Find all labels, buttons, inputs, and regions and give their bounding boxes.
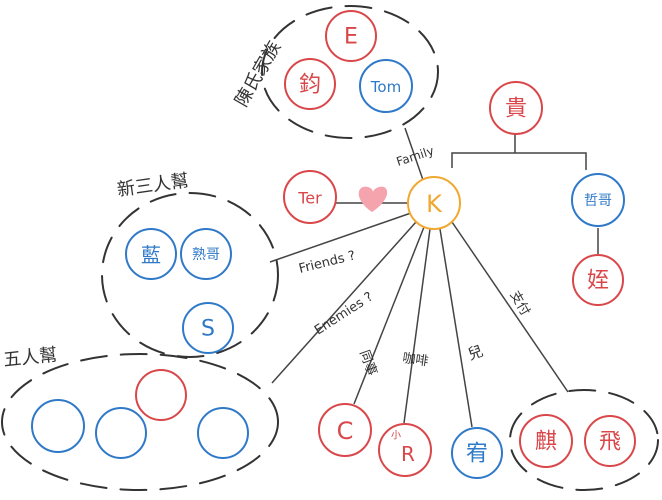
node-zhi-label: 姪	[587, 269, 609, 294]
node-e-label: E	[344, 25, 358, 50]
node-r-label: R	[401, 442, 415, 466]
node-jun-label: 鈞	[299, 73, 321, 98]
node-you	[451, 427, 503, 479]
node-c	[318, 403, 372, 457]
node-jun	[284, 58, 336, 110]
edge-k-gui-zhe	[451, 152, 587, 170]
heart-icon	[358, 186, 388, 212]
node-s-label: S	[201, 317, 215, 342]
node-ter	[283, 170, 337, 224]
edge-label-coffee: 咖啡	[401, 351, 429, 369]
edge-label-colleague: 同事	[356, 348, 379, 378]
node-c-label: C	[337, 417, 354, 445]
group-outlines	[1, 5, 659, 491]
node-k	[407, 176, 461, 230]
node-wu-red	[135, 369, 187, 421]
node-tom-label: Tom	[370, 78, 401, 96]
edge-label-family: Family	[395, 144, 436, 169]
node-s	[182, 302, 234, 354]
node-shu-ge	[180, 228, 232, 280]
node-wu-blue-2	[95, 407, 147, 459]
node-zhe-ge	[571, 173, 625, 227]
node-e	[325, 10, 377, 62]
wu-ren-outline	[1, 353, 279, 491]
node-r-sup: 小	[391, 430, 401, 442]
node-zhi	[572, 254, 624, 306]
edge-label-enemies: Enemies ?	[312, 290, 376, 339]
group-title-xin-san-ren: 新三人幫	[116, 170, 190, 201]
edge-k-c	[353, 226, 425, 405]
node-wu-blue-3	[197, 407, 249, 459]
node-qi	[519, 414, 573, 468]
edge-k-xin-san-ren	[269, 212, 412, 263]
qi-fei-outline	[509, 389, 659, 491]
xin-san-ren-outline	[101, 192, 279, 358]
edge-k-qi-fei	[451, 221, 569, 393]
edge-k-r	[403, 228, 431, 424]
node-gui-label: 貴	[505, 97, 527, 122]
edge-k-you	[439, 228, 473, 428]
group-title-chen-family: 陳氏家族	[231, 38, 285, 111]
node-tom	[359, 59, 413, 113]
node-r	[378, 423, 432, 477]
chen-family-outline	[261, 5, 439, 139]
group-title-wu-ren: 五人幫	[2, 344, 58, 371]
edge-k-wu-ren	[271, 221, 417, 384]
node-labels: K E 鈞 Tom Ter 貴 哲哥 姪 藍 熟哥 S C 小 R 宥 麒 飛	[141, 25, 621, 467]
node-k-label: K	[426, 190, 443, 218]
nodes	[31, 10, 636, 479]
node-qi-label: 麒	[535, 430, 557, 455]
node-gui	[489, 81, 543, 135]
node-fei-label: 飛	[599, 430, 621, 455]
edge-label-sib: 兒	[465, 342, 485, 364]
edge-label-pay: 支付	[507, 289, 533, 319]
node-lan	[125, 228, 177, 280]
node-you-label: 宥	[466, 442, 488, 467]
node-zhe-ge-label: 哲哥	[584, 193, 612, 209]
edge-label-friends: Friends ?	[297, 248, 357, 277]
node-lan-label: 藍	[141, 243, 161, 267]
edge-k-chen-family	[404, 127, 424, 181]
node-shu-ge-label: 熟哥	[192, 247, 220, 263]
node-ter-label: Ter	[297, 189, 322, 208]
node-wu-blue-1	[31, 399, 85, 453]
node-fei	[584, 415, 636, 467]
